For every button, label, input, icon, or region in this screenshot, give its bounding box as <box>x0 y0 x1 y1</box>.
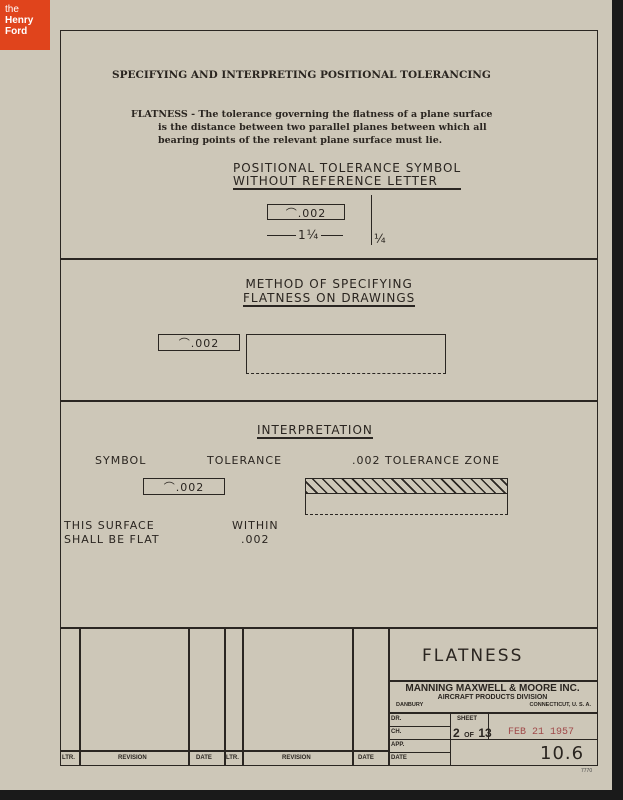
rev-header: REVISION <box>118 755 147 761</box>
divider <box>60 258 597 260</box>
rev-header: DATE <box>358 755 374 761</box>
label-line: WITHIN <box>232 519 279 532</box>
drawing-frame <box>60 30 598 766</box>
sheet: 2 <box>453 726 460 740</box>
divider <box>388 680 597 682</box>
divider <box>224 627 226 765</box>
drawing-number: 10.6 <box>540 743 585 764</box>
heading-line: POSITIONAL TOLERANCE SYMBOL <box>233 161 462 175</box>
divider <box>242 627 244 765</box>
flatness-callout: ⌒.002 <box>158 334 240 351</box>
divider <box>188 627 190 765</box>
app-label: APP. <box>391 742 405 748</box>
divider <box>488 712 489 739</box>
division-name: AIRCRAFT PRODUCTS DIVISION <box>437 694 548 701</box>
label-line: .002 <box>241 533 270 546</box>
rev-header: REVISION <box>282 755 311 761</box>
zone-label: .002 TOLERANCE ZONE <box>352 454 500 467</box>
divider <box>60 750 388 752</box>
drawing-title: FLATNESS <box>422 646 524 666</box>
definition-line: The tolerance governing the flatness of … <box>198 109 493 120</box>
dimension-line <box>371 195 372 245</box>
part-outline <box>305 492 508 515</box>
rev-header: LTR. <box>62 755 75 761</box>
form-number: 7770 <box>581 768 593 774</box>
divider <box>60 627 597 629</box>
definition: FLATNESS - The tolerance governing the f… <box>131 108 492 147</box>
company-block: MANNING MAXWELL & MOORE INC. AIRCRAFT PR… <box>390 683 595 708</box>
divider <box>352 627 354 765</box>
section3-heading: INTERPRETATION <box>257 423 373 439</box>
state: CONNECTICUT, U. S. A. <box>529 702 591 708</box>
company-name: MANNING MAXWELL & MOORE INC. <box>405 683 580 694</box>
date-label: DATE <box>391 755 407 761</box>
tolerance-symbol-frame: ⌒.002 <box>267 204 345 220</box>
divider <box>388 712 597 714</box>
divider <box>450 712 451 765</box>
interpretation-callout: ⌒.002 <box>143 478 225 495</box>
logo-text: Henry <box>5 15 34 26</box>
dr-label: DR. <box>391 716 402 722</box>
sheet-total: 13 <box>478 726 492 740</box>
date-stamp: FEB 21 1957 <box>508 727 575 738</box>
sheet-label: SHEET <box>457 716 478 722</box>
heading-line: METHOD OF SPECIFYING <box>245 277 413 291</box>
rev-header: LTR. <box>226 755 239 761</box>
city: DANBURY <box>396 702 424 708</box>
divider <box>60 400 597 402</box>
divider <box>79 627 81 765</box>
logo-text: Ford <box>5 26 28 37</box>
definition-line: is the distance between two parallel pla… <box>158 122 487 133</box>
definition-line: bearing points of the relevant plane sur… <box>158 135 443 146</box>
rev-header: DATE <box>196 755 212 761</box>
divider <box>388 739 597 740</box>
page-title: SPECIFYING AND INTERPRETING POSITIONAL T… <box>112 69 491 81</box>
heading-line: WITHOUT REFERENCE LETTER <box>233 174 438 188</box>
label-line: THIS SURFACE <box>64 519 155 532</box>
divider <box>388 627 390 765</box>
ch-label: CH. <box>391 729 402 735</box>
divider <box>388 752 450 753</box>
label-line: SHALL BE FLAT <box>64 533 160 546</box>
symbol-label: SYMBOL <box>95 454 147 467</box>
divider <box>388 726 450 727</box>
width-dimension: 1¼ <box>296 228 322 242</box>
tolerance-zone <box>305 478 508 494</box>
part-outline <box>246 334 446 374</box>
of: OF <box>464 732 474 739</box>
definition-term: FLATNESS - <box>131 109 196 120</box>
heading-line: FLATNESS ON DRAWINGS <box>243 291 416 305</box>
sheet-number: 2 OF 13 <box>453 724 492 742</box>
tolerance-label: TOLERANCE <box>207 454 283 467</box>
within-label: WITHIN.002 <box>232 519 279 547</box>
height-dimension: ¼ <box>374 232 387 246</box>
logo-text: the <box>5 4 19 15</box>
